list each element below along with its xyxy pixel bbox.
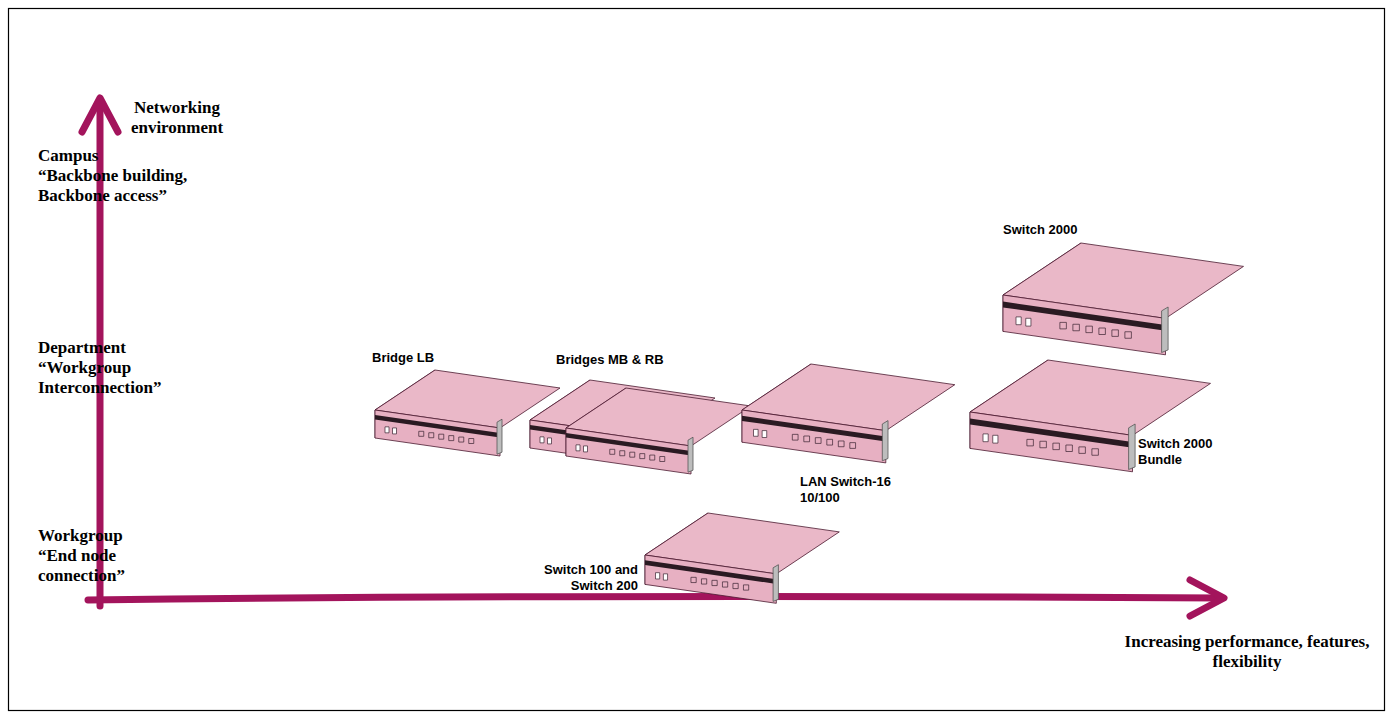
device-front <box>375 410 500 456</box>
device-port <box>850 443 856 449</box>
device-label: Bridges MB & RB <box>556 352 696 368</box>
device-port <box>640 454 645 459</box>
network-device <box>1003 243 1244 355</box>
device-port <box>733 583 738 588</box>
device-port <box>419 431 424 436</box>
device-port <box>838 441 844 447</box>
device-port <box>691 577 696 582</box>
device-port <box>1053 443 1060 450</box>
device-bracket <box>1162 307 1169 353</box>
device-bracket <box>773 565 778 602</box>
category-label: “End node connection” <box>38 546 188 586</box>
device-led <box>584 446 588 452</box>
device-port <box>459 437 464 442</box>
device-led <box>576 445 580 451</box>
frame-border <box>9 9 1385 711</box>
device-label: Switch 2000 Bundle <box>1138 436 1223 468</box>
device-port <box>469 439 474 444</box>
device-port <box>1086 326 1093 333</box>
device-bracket <box>497 419 502 454</box>
device-led <box>548 438 552 444</box>
category-label: “Backbone building, Backbone access” <box>38 166 228 206</box>
device-port <box>449 436 454 441</box>
device-port <box>1040 441 1047 448</box>
devices <box>375 243 1244 603</box>
device-bezel <box>970 419 1133 448</box>
device-label: Switch 100 and Switch 200 <box>534 562 638 594</box>
axis-title: Increasing performance, features, flexib… <box>1112 632 1382 672</box>
device-led <box>983 434 988 442</box>
device-port <box>804 436 810 442</box>
axis-arrowhead <box>1190 580 1224 616</box>
device-led <box>993 435 998 443</box>
device-led <box>393 428 397 434</box>
device-front <box>566 428 691 474</box>
device-port <box>650 455 655 460</box>
device-led <box>754 429 759 436</box>
device-front <box>970 412 1133 472</box>
device-led <box>663 574 667 580</box>
axes <box>82 98 1224 616</box>
device-bezel <box>375 415 500 438</box>
device-port <box>1112 330 1119 337</box>
device-port <box>1079 447 1086 454</box>
device-led <box>1016 317 1021 325</box>
device-port <box>429 433 434 438</box>
device-led <box>762 431 767 438</box>
device-port <box>660 457 665 462</box>
device-port <box>1066 445 1073 452</box>
device-led <box>656 573 660 579</box>
device-port <box>1092 449 1099 456</box>
device-bezel <box>645 560 776 584</box>
axis-arrowhead <box>82 98 118 132</box>
device-port <box>815 438 821 444</box>
device-bracket <box>882 421 888 461</box>
device-front <box>645 555 776 603</box>
category-label: Department <box>38 338 238 358</box>
network-device <box>645 513 839 603</box>
device-front <box>1003 295 1166 355</box>
device-port <box>722 582 727 587</box>
device-label: Bridge LB <box>372 350 472 366</box>
network-device <box>566 388 751 474</box>
device-port <box>1099 328 1106 335</box>
device-led <box>385 427 389 433</box>
device-bracket <box>688 437 693 472</box>
device-port <box>827 439 833 445</box>
device-port <box>743 585 748 590</box>
device-bracket <box>1129 424 1136 470</box>
device-bezel <box>1003 302 1166 331</box>
category-label: “Workgroup Interconnection” <box>38 358 188 398</box>
device-port <box>630 452 635 457</box>
device-port <box>439 434 444 439</box>
device-port <box>620 451 625 456</box>
device-bezel <box>742 416 886 442</box>
network-device <box>742 364 955 463</box>
device-port <box>1125 332 1132 339</box>
device-port <box>1027 439 1034 446</box>
category-label: Campus <box>38 146 238 166</box>
device-port <box>610 449 615 454</box>
device-front <box>742 410 886 463</box>
device-port <box>701 579 706 584</box>
device-bezel <box>566 433 691 456</box>
horizontal-axis <box>88 596 1222 600</box>
device-port <box>1060 322 1067 329</box>
device-label: Switch 2000 <box>1003 222 1113 238</box>
device-label: LAN Switch-16 10/100 <box>800 474 900 506</box>
device-port <box>712 580 717 585</box>
category-label: Workgroup <box>38 526 238 546</box>
axis-title: Networking environment <box>122 98 232 138</box>
device-led <box>540 437 544 443</box>
device-port <box>792 434 798 440</box>
device-led <box>1026 318 1031 326</box>
device-port <box>1073 324 1080 331</box>
